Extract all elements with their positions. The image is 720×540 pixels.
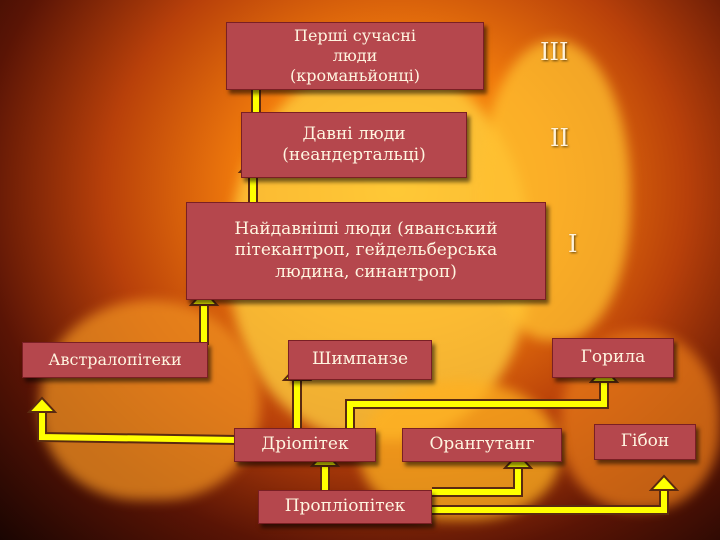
box-neanderthal-label: Давні люди (неандертальці) [282, 123, 426, 165]
box-orangutan-label: Орангутанг [429, 434, 535, 455]
box-ancient-label: Найдавніші люди (яванський пітекантроп, … [234, 219, 498, 282]
box-ancient: Найдавніші люди (яванський пітекантроп, … [186, 202, 546, 300]
box-cromagnon-label: Перші сучасні люди (кроманьйонці) [289, 26, 421, 85]
box-dryopithecus: Дріопітек [234, 428, 376, 462]
box-chimpanzee: Шимпанзе [288, 340, 432, 380]
stage-label-second: II [550, 124, 569, 152]
box-dryopithecus-label: Дріопітек [261, 434, 349, 455]
box-chimpanzee-label: Шимпанзе [311, 349, 409, 370]
box-cromagnon: Перші сучасні люди (кроманьйонці) [226, 22, 484, 90]
box-propliopithecus: Пропліопітек [258, 490, 432, 524]
arrow-propliopithecus-to-orangutan [432, 466, 523, 497]
box-orangutan: Орангутанг [402, 428, 562, 462]
stage-label-first: I [568, 230, 578, 258]
arrowhead [648, 474, 680, 491]
box-gibbon: Гібон [594, 424, 696, 460]
box-gibbon-label: Гібон [620, 431, 670, 452]
box-propliopithecus-label: Пропліопітек [284, 496, 406, 517]
arrowhead [26, 396, 58, 413]
box-australopithecus: Австралопітеки [22, 342, 208, 378]
box-australopithecus-label: Австралопітеки [48, 350, 182, 369]
flame-shape [40, 300, 260, 500]
box-neanderthal: Давні люди (неандертальці) [241, 112, 467, 178]
stage-label-third: III [540, 38, 569, 66]
box-gorilla: Горила [552, 338, 674, 378]
box-gorilla-label: Горила [580, 347, 646, 368]
